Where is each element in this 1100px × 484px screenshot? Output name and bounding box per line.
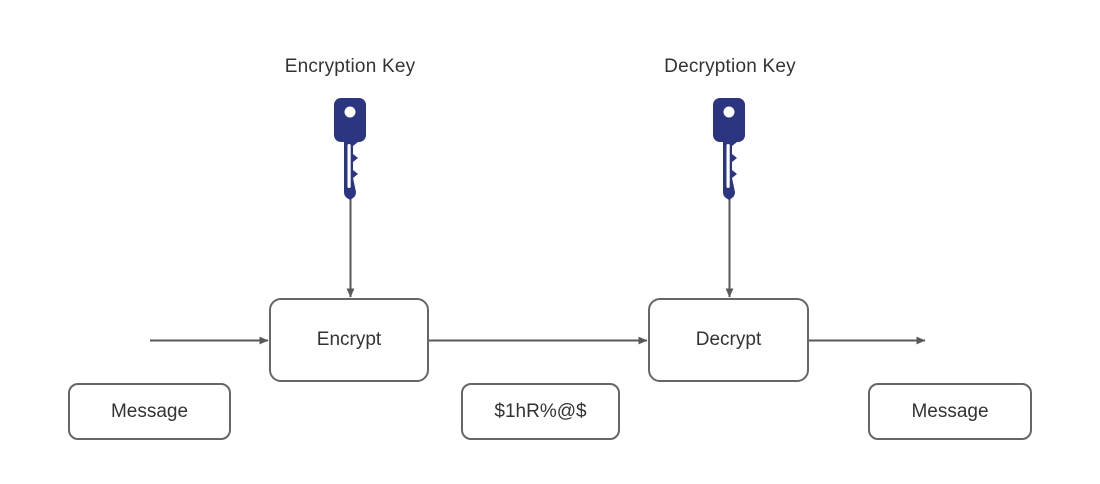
- ciphertext-box[interactable]: $1hR%@$: [461, 383, 620, 440]
- encrypt-box[interactable]: Encrypt: [269, 298, 429, 382]
- plaintext-message-right-label: Message: [911, 400, 989, 422]
- plaintext-message-left-label: Message: [110, 400, 189, 422]
- plaintext-message-box-left[interactable]: Message: [68, 383, 231, 440]
- ciphertext-label: $1hR%@$: [494, 400, 587, 422]
- decryption-key-label: Decryption Key: [664, 56, 796, 77]
- decrypt-box-label: Decrypt: [695, 329, 762, 350]
- decryption-key-icon: [705, 98, 753, 200]
- encryption-key-label: Encryption Key: [284, 56, 416, 77]
- decrypt-box[interactable]: Decrypt: [648, 298, 809, 382]
- encryption-key-icon: [326, 98, 374, 200]
- encrypt-box-label: Encrypt: [316, 329, 382, 350]
- plaintext-message-box-right[interactable]: Message: [868, 383, 1032, 440]
